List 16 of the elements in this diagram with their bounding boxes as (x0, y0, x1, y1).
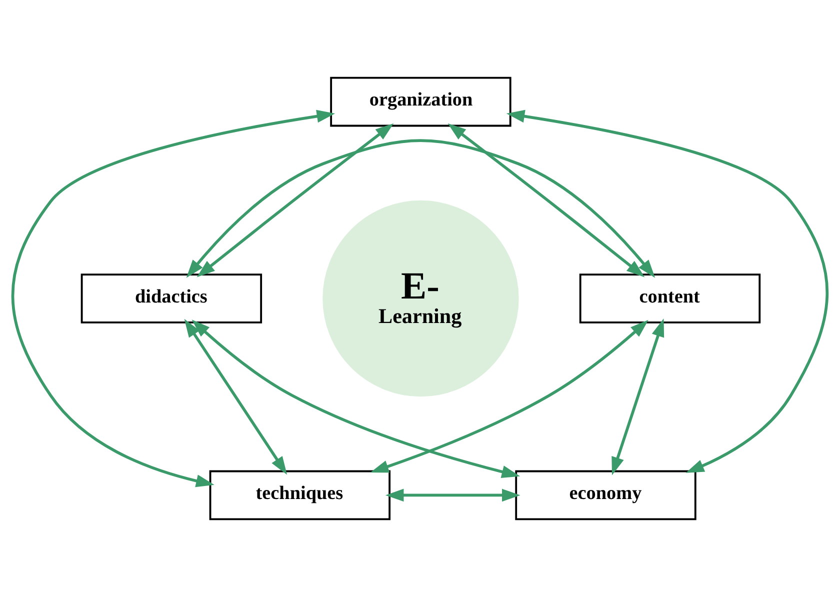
arrow (612, 318, 664, 476)
node-box: organization (330, 76, 512, 127)
node-box: didactics (80, 274, 262, 324)
node-box: content (579, 274, 761, 324)
arrow (11, 110, 336, 488)
arrow (448, 123, 645, 278)
arrow (370, 320, 648, 473)
node-circle: E- Learning (322, 200, 519, 397)
arrow (192, 320, 520, 478)
arrow (186, 139, 656, 278)
arrow (506, 110, 828, 473)
arrow (184, 318, 288, 475)
arrow (196, 123, 394, 278)
arrow (385, 488, 520, 502)
node-box: economy (515, 470, 696, 520)
node-box: techniques (209, 470, 390, 520)
